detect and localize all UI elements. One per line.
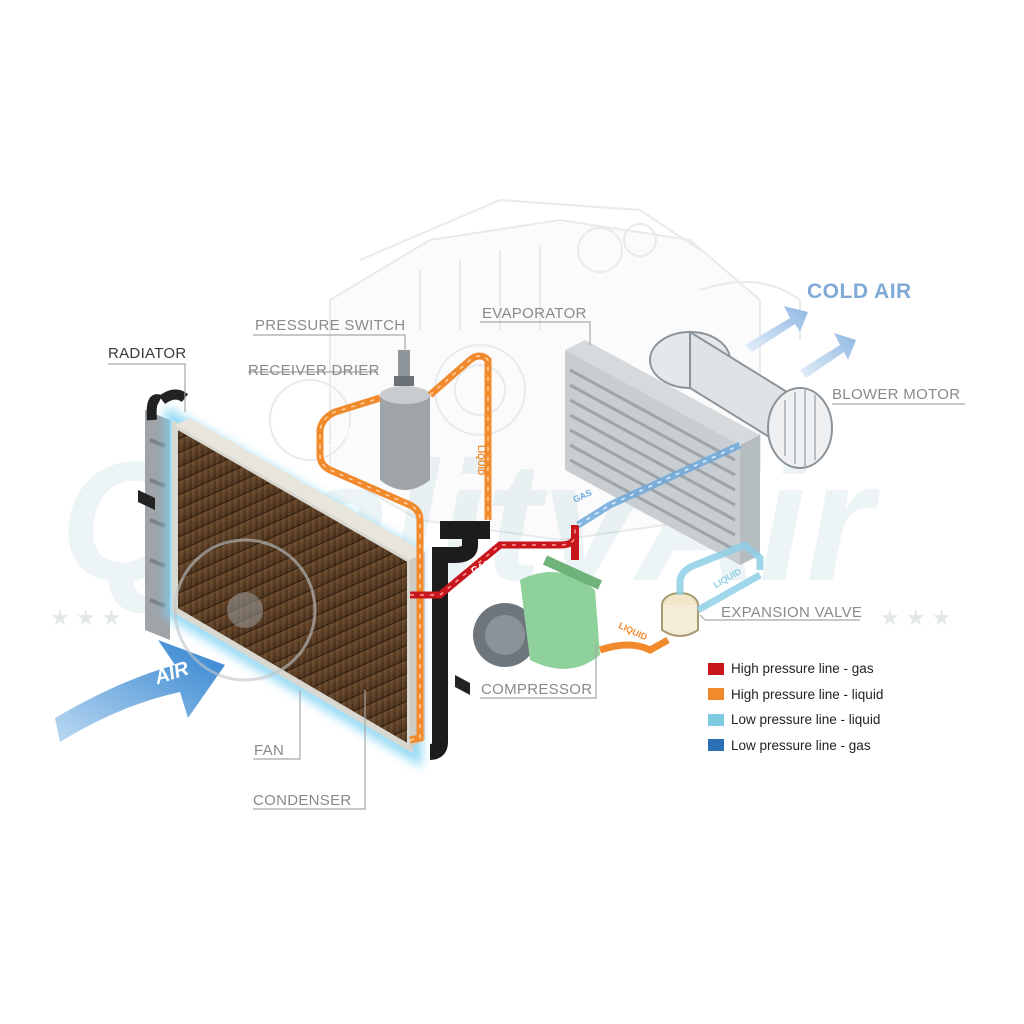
legend-item: High pressure line - gas xyxy=(708,656,938,682)
label-radiator: RADIATOR xyxy=(108,345,187,362)
label-receiver-drier: RECEIVER DRIER xyxy=(248,362,380,379)
label-pressure-switch: PRESSURE SWITCH xyxy=(255,317,406,334)
line-label-liquid-3: LIQUID xyxy=(617,620,649,642)
legend-item: High pressure line - liquid xyxy=(708,682,938,708)
receiver-drier xyxy=(380,350,430,490)
low-pressure-liquid-line xyxy=(676,540,764,614)
legend-swatch-high-liquid xyxy=(708,688,724,701)
label-evaporator: EVAPORATOR xyxy=(482,305,587,322)
low-pressure-gas-line xyxy=(576,441,742,528)
high-pressure-gas-line xyxy=(410,525,579,599)
label-condenser: CONDENSER xyxy=(253,792,352,809)
air-intake-arrow: AIR xyxy=(55,640,225,742)
high-pressure-liquid-line xyxy=(316,352,670,744)
legend-label: High pressure line - gas xyxy=(731,661,874,677)
evaporator xyxy=(565,340,760,565)
label-compressor: COMPRESSOR xyxy=(481,681,593,698)
label-blower-motor: BLOWER MOTOR xyxy=(832,386,961,403)
watermark-stars: ★ ★ ★ ★ ★ ★ xyxy=(50,605,951,630)
condenser-outlet-hose xyxy=(429,532,478,760)
condenser xyxy=(138,418,470,754)
label-expansion-valve: EXPANSION VALVE xyxy=(721,604,863,621)
label-fan: FAN xyxy=(254,742,285,759)
svg-text:★ ★ ★: ★ ★ ★ xyxy=(880,605,951,630)
compressor xyxy=(473,555,603,669)
fan xyxy=(173,538,317,682)
svg-text:★ ★ ★: ★ ★ ★ xyxy=(50,605,121,630)
legend-label: Low pressure line - liquid xyxy=(731,712,881,728)
cold-air-arrows xyxy=(745,306,856,378)
expansion-valve xyxy=(661,592,699,637)
leader-lines xyxy=(108,321,965,810)
legend-swatch-low-liquid xyxy=(708,713,724,726)
legend: High pressure line - gas High pressure l… xyxy=(708,656,938,758)
cold-air-label: COLD AIR xyxy=(807,280,912,303)
legend-swatch-low-gas xyxy=(708,739,724,752)
pressure-switch xyxy=(398,350,410,380)
legend-swatch-high-gas xyxy=(708,662,724,675)
legend-label: High pressure line - liquid xyxy=(731,686,884,702)
radiator xyxy=(145,389,189,640)
legend-item: Low pressure line - gas xyxy=(708,733,938,759)
legend-label: Low pressure line - gas xyxy=(731,737,871,753)
blower-motor xyxy=(649,330,833,469)
legend-item: Low pressure line - liquid xyxy=(708,707,938,733)
line-label-liquid-2: LIQUID xyxy=(476,445,486,476)
